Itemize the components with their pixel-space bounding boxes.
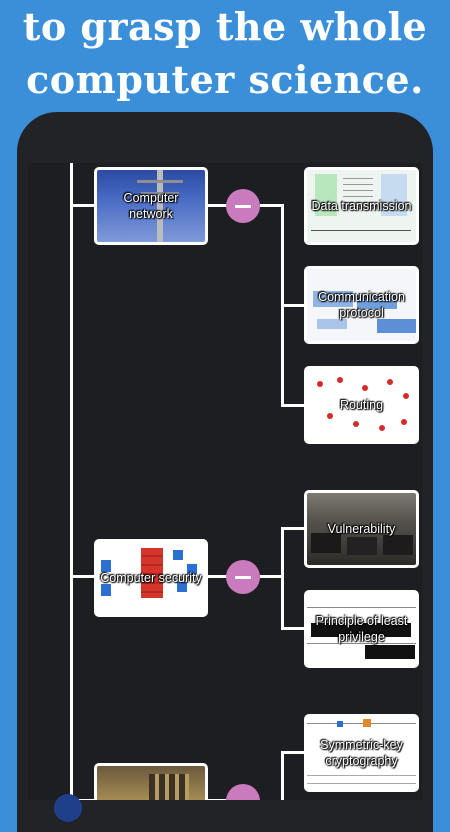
symmetric-key-image: Symmetric-key cryptography <box>307 717 416 789</box>
subtopic-card-principle-of-least-privilege[interactable]: Principle of least privilege <box>304 590 419 668</box>
data-transmission-image: Data transmission <box>307 170 416 242</box>
headline: to grasp the whole computer science. <box>0 0 450 106</box>
subtopic-card-vulnerability[interactable]: Vulnerability <box>304 490 419 568</box>
children-line-security <box>281 527 284 629</box>
routing-image: Routing <box>307 369 416 441</box>
connector <box>260 204 282 207</box>
trunk-branch-security <box>70 575 96 578</box>
connector <box>281 751 305 754</box>
connector <box>281 627 305 630</box>
least-privilege-image: Principle of least privilege <box>307 593 416 665</box>
subtopic-card-communication-protocol[interactable]: Communication protocol <box>304 266 419 344</box>
subtopic-card-routing[interactable]: Routing <box>304 366 419 444</box>
subtopic-label: Routing <box>339 398 384 412</box>
trunk-branch-network <box>70 204 96 207</box>
connector <box>260 575 282 578</box>
scroll-indicator[interactable] <box>54 794 82 822</box>
vulnerability-image: Vulnerability <box>307 493 416 565</box>
connector <box>281 404 305 407</box>
collapse-toggle-network[interactable] <box>226 189 260 223</box>
headline-line-1: to grasp the whole <box>22 4 428 49</box>
topic-card-cryptography[interactable] <box>94 763 208 800</box>
connector <box>208 204 228 207</box>
connector <box>281 304 305 307</box>
topic-label: Computer security <box>100 571 202 585</box>
cryptography-image <box>97 766 205 800</box>
communication-protocol-image: Communication protocol <box>307 269 416 341</box>
headline-line-2: computer science. <box>26 57 424 102</box>
collapse-toggle-security[interactable] <box>226 560 260 594</box>
topic-card-computer-security[interactable]: Computer security <box>94 539 208 617</box>
connector <box>281 527 305 530</box>
subtopic-card-data-transmission[interactable]: Data transmission <box>304 167 419 245</box>
computer-network-image: Computer network <box>97 170 205 242</box>
computer-security-image: Computer security <box>97 542 205 614</box>
mind-map-canvas[interactable]: Computer network Data transmission Commu… <box>28 163 422 800</box>
subtopic-card-symmetric-key-cryptography[interactable]: Symmetric-key cryptography <box>304 714 419 792</box>
topic-label: Computer network <box>123 191 179 221</box>
subtopic-label: Vulnerability <box>327 522 396 536</box>
trunk-line <box>70 163 73 800</box>
connector <box>208 575 228 578</box>
children-line-cryptography <box>281 751 284 800</box>
subtopic-label: Principle of least privilege <box>315 614 408 644</box>
topic-card-computer-network[interactable]: Computer network <box>94 167 208 245</box>
subtopic-label: Symmetric-key cryptography <box>320 738 403 768</box>
subtopic-label: Communication protocol <box>318 290 405 320</box>
subtopic-label: Data transmission <box>311 199 412 213</box>
collapse-toggle-cryptography[interactable] <box>226 784 260 800</box>
